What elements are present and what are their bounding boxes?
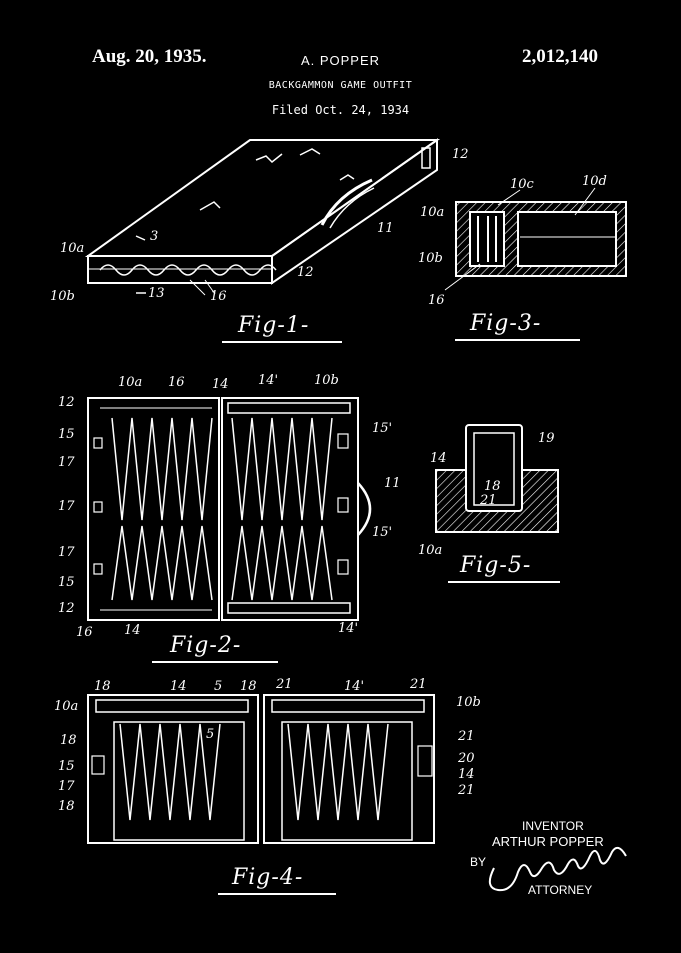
figure-5-detail [435,424,559,533]
figure-2-caption: Fig-2- [169,633,241,658]
figure-3-labels: 10c 10d 10a 10b 16 [418,174,607,308]
figure-3-cross-section [455,201,627,277]
fig4-label: 21 [457,729,475,744]
fig2-label: 15' [372,525,392,540]
fig2-label: 17 [58,545,75,560]
fig4-label: 5 [206,727,214,742]
case-side-face [271,138,438,285]
fig4-label: 14 [170,679,187,694]
fig2-label: 15 [58,575,75,590]
fig1-label: 12 [452,147,469,162]
fig2-label: 15' [372,421,392,436]
figure-4-inner-board [87,694,435,844]
inventor-heading: INVENTOR [522,819,584,833]
fig3-label: 10c [510,177,535,192]
fig4-label: 5 [214,679,222,694]
signature-block: INVENTOR ARTHUR POPPER BY ATTORNEY [470,819,627,897]
fig4-label: 20 [457,751,475,766]
fig4-label: 10b [456,695,481,710]
fig2-label: 15 [58,427,75,442]
patent-title: BACKGAMMON GAME OUTFIT [268,80,413,91]
fig4-label: 17 [58,779,75,794]
fig2-label: 14' [338,621,358,636]
figure-1-labels: 12 10a 3 11 12 10b 13 16 [50,147,469,304]
fig3-label: 10d [582,174,607,189]
fig4-label: 18 [58,799,75,814]
figure-1-closed-case [84,138,441,285]
fig5-label: 19 [538,431,555,446]
board-left-half [87,397,220,621]
figure-2-labels: 10a 16 14 14' 10b 12 15 17 15' 11 17 17 … [58,373,401,640]
fig3-label: 10b [418,251,443,266]
fig2-label: 10b [314,373,339,388]
figure-5-labels: 19 14 18 21 10a [418,431,555,558]
fig5-label: 10a [418,543,442,558]
fig5-label: 14 [430,451,447,466]
inventor-name: ARTHUR POPPER [492,834,604,849]
fig4-label: 15 [58,759,75,774]
attorney-label: ATTORNEY [528,883,592,897]
fig2-label: 16 [168,375,185,390]
figure-5-caption: Fig-5- [459,553,531,578]
filed-date: Filed Oct. 24, 1934 [271,103,410,117]
fig4-label: 21 [409,677,427,692]
fig1-label: 12 [297,265,314,280]
fig4-label: 14 [458,767,475,782]
figure-3-caption: Fig-3- [469,311,541,336]
fig4-label: 18 [240,679,257,694]
fig1-label: 10b [50,289,75,304]
fig2-label: 11 [384,476,401,491]
fig2-label: 12 [58,601,75,616]
fig2-label: 14' [258,373,278,388]
fig2-label: 16 [76,625,93,640]
fig1-label: 3 [150,229,158,244]
fig4-label: 18 [94,679,111,694]
figure-2-open-board [87,397,372,621]
attorney-signature [488,846,627,892]
fig2-label: 14 [212,377,229,392]
fig4-label: 18 [60,733,77,748]
fig2-label: 17 [58,499,75,514]
inventor-short-name: A. POPPER [300,53,381,68]
fig3-label: 16 [428,293,445,308]
fig4-label: 14' [344,679,364,694]
fig2-label: 12 [58,395,75,410]
figure-4-caption: Fig-4- [231,865,303,890]
patent-date: Aug. 20, 1935. [92,46,207,67]
figure-4-labels: 10a 18 14 5 18 21 14' 21 10b 18 5 15 17 … [54,677,481,814]
fig2-label: 17 [58,455,75,470]
fig2-label: 14 [124,623,141,638]
fig1-label: 10a [60,241,84,256]
fig4-label: 21 [457,783,475,798]
by-label: BY [470,855,486,869]
fig3-label: 10a [420,205,444,220]
fig2-label: 10a [118,375,142,390]
fig1-label: 13 [148,286,165,301]
patent-number: 2,012,140 [522,46,598,67]
fig5-label: 21 [479,493,497,508]
fig1-label: 11 [377,221,394,236]
fig5-label: 18 [484,479,501,494]
fig4-label: 21 [275,677,293,692]
board-right-half [221,397,359,621]
figure-1-caption: Fig-1- [237,313,309,338]
fig4-label: 10a [54,699,78,714]
